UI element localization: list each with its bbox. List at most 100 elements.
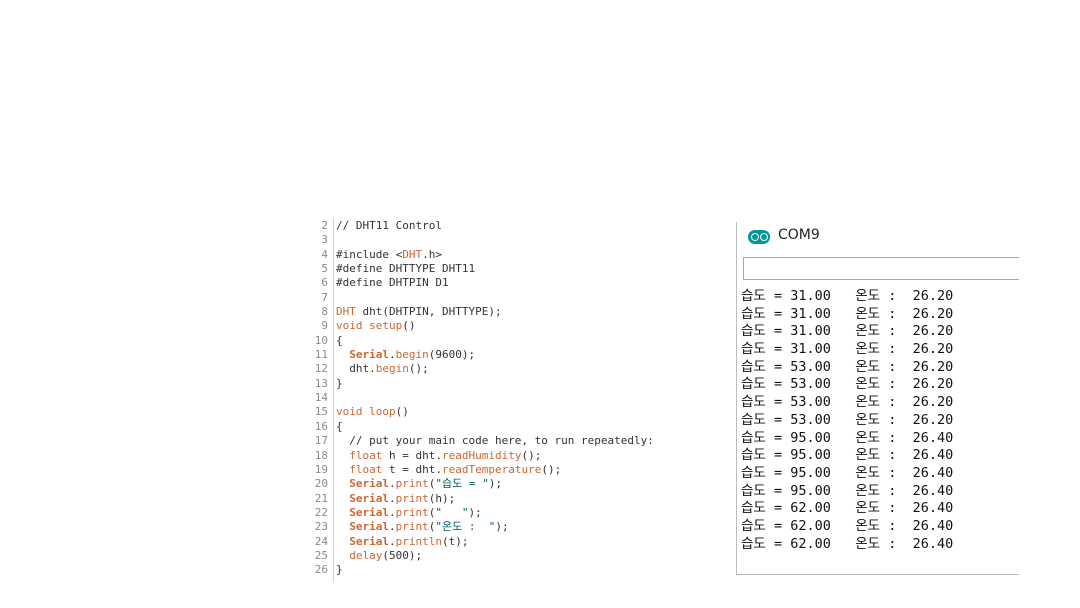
serial-send-input[interactable] xyxy=(743,257,1019,280)
code-token: (t); xyxy=(441,534,469,548)
line-number: 9 xyxy=(321,319,328,333)
code-token: Serial xyxy=(349,520,389,534)
code-token: () xyxy=(395,405,409,419)
serial-output-line: 습도 = 31.00 온도 : 26.20 xyxy=(741,323,954,340)
serial-output-line: 습도 = 95.00 온도 : 26.40 xyxy=(741,482,954,499)
code-line: #define DHTPIN D1 xyxy=(336,276,716,290)
code-token: void xyxy=(336,405,363,419)
code-line xyxy=(336,291,716,305)
line-number: 17 xyxy=(314,434,328,448)
code-token: ( xyxy=(428,520,436,534)
serial-output-line: 습도 = 31.00 온도 : 26.20 xyxy=(741,305,954,322)
code-token: . xyxy=(389,491,396,505)
code-token: { xyxy=(336,419,343,433)
line-number: 26 xyxy=(314,563,328,577)
code-token: ); xyxy=(468,505,482,519)
code-line xyxy=(336,391,716,405)
code-line: { xyxy=(336,420,716,434)
code-token: ); xyxy=(495,520,509,534)
code-token xyxy=(336,535,349,548)
code-token: (); xyxy=(408,362,429,376)
serial-output-line: 습도 = 53.00 온도 : 26.20 xyxy=(741,394,954,411)
line-number: 6 xyxy=(321,276,328,290)
line-number: 16 xyxy=(314,419,328,433)
line-number: 22 xyxy=(314,505,328,519)
code-line: // put your main code here, to run repea… xyxy=(336,434,716,448)
line-number: 21 xyxy=(314,491,328,505)
code-token: (); xyxy=(541,462,562,476)
code-line: Serial.print("온도 : "); xyxy=(336,520,716,534)
code-token: readHumidity xyxy=(441,448,522,462)
code-token: #define DHTPIN D1 xyxy=(336,276,449,290)
code-token: DHT xyxy=(402,247,423,261)
code-token: print xyxy=(395,520,429,534)
serial-output-line: 습도 = 62.00 온도 : 26.40 xyxy=(741,500,954,517)
code-token xyxy=(336,506,349,519)
code-token: #include < xyxy=(336,247,403,261)
serial-output-line: 습도 = 95.00 온도 : 26.40 xyxy=(741,447,954,464)
code-token: float xyxy=(349,448,383,462)
line-number: 8 xyxy=(321,305,328,319)
serial-output-line: 습도 = 53.00 온도 : 26.20 xyxy=(741,411,954,428)
code-token: println xyxy=(395,534,442,548)
code-line: delay(500); xyxy=(336,549,716,563)
serial-output-line: 습도 = 31.00 온도 : 26.20 xyxy=(741,341,954,358)
line-number: 12 xyxy=(314,362,328,376)
code-token: DHT xyxy=(336,305,356,319)
code-line: float h = dht.readHumidity(); xyxy=(336,449,716,463)
code-line: #define DHTTYPE DHT11 xyxy=(336,262,716,276)
code-token: t = dht. xyxy=(382,462,442,476)
serial-output-line: 습도 = 31.00 온도 : 26.20 xyxy=(741,288,954,304)
code-line: { xyxy=(336,334,716,348)
code-line: Serial.begin(9600); xyxy=(336,348,716,362)
serial-output-line: 습도 = 53.00 온도 : 26.20 xyxy=(741,358,954,375)
code-token: begin xyxy=(375,362,409,376)
code-token xyxy=(336,449,349,462)
code-token: . xyxy=(389,348,396,362)
code-token: . xyxy=(389,505,396,519)
code-token: (9600); xyxy=(428,348,476,362)
line-number: 13 xyxy=(314,376,328,390)
code-token: ( xyxy=(428,477,436,491)
serial-monitor-title-bar: COM9 xyxy=(737,222,1019,252)
code-token: #define DHTTYPE DHT11 xyxy=(336,262,476,276)
line-number: 10 xyxy=(314,333,328,347)
line-number: 3 xyxy=(321,233,328,247)
code-line: #include <DHT.h> xyxy=(336,248,716,262)
code-token: print xyxy=(395,505,429,519)
line-number: 19 xyxy=(314,462,328,476)
code-token: delay xyxy=(349,548,383,562)
code-token: } xyxy=(336,376,343,390)
arduino-logo-icon xyxy=(748,230,770,244)
code-area[interactable]: // DHT11 Control#include <DHT.h>#define … xyxy=(336,219,716,581)
serial-output-line: 습도 = 62.00 온도 : 26.40 xyxy=(741,535,954,552)
code-token xyxy=(336,348,349,361)
code-line: void setup() xyxy=(336,319,716,333)
code-token: . xyxy=(389,534,396,548)
gutter-divider xyxy=(333,219,334,581)
line-number: 11 xyxy=(314,348,328,362)
code-line: void loop() xyxy=(336,405,716,419)
code-token: { xyxy=(336,333,343,347)
code-token: begin xyxy=(395,348,429,362)
code-line: DHT dht(DHTPIN, DHTTYPE); xyxy=(336,305,716,319)
code-token: Serial xyxy=(349,477,389,491)
code-line: } xyxy=(336,563,716,577)
code-token: "습도 = " xyxy=(435,477,489,491)
serial-output-line: 습도 = 62.00 온도 : 26.40 xyxy=(741,517,954,534)
code-line: } xyxy=(336,377,716,391)
code-token: ); xyxy=(488,477,502,491)
code-line: dht.begin(); xyxy=(336,362,716,376)
code-token: (h); xyxy=(428,491,456,505)
line-number: 14 xyxy=(314,391,328,405)
code-line: float t = dht.readTemperature(); xyxy=(336,463,716,477)
serial-monitor-title: COM9 xyxy=(778,227,820,243)
code-line: // DHT11 Control xyxy=(336,219,716,233)
code-token: Serial xyxy=(349,534,389,548)
code-token: loop xyxy=(369,405,396,419)
line-number: 2 xyxy=(321,219,328,232)
code-token: // put your main code here, to run repea… xyxy=(336,434,654,448)
